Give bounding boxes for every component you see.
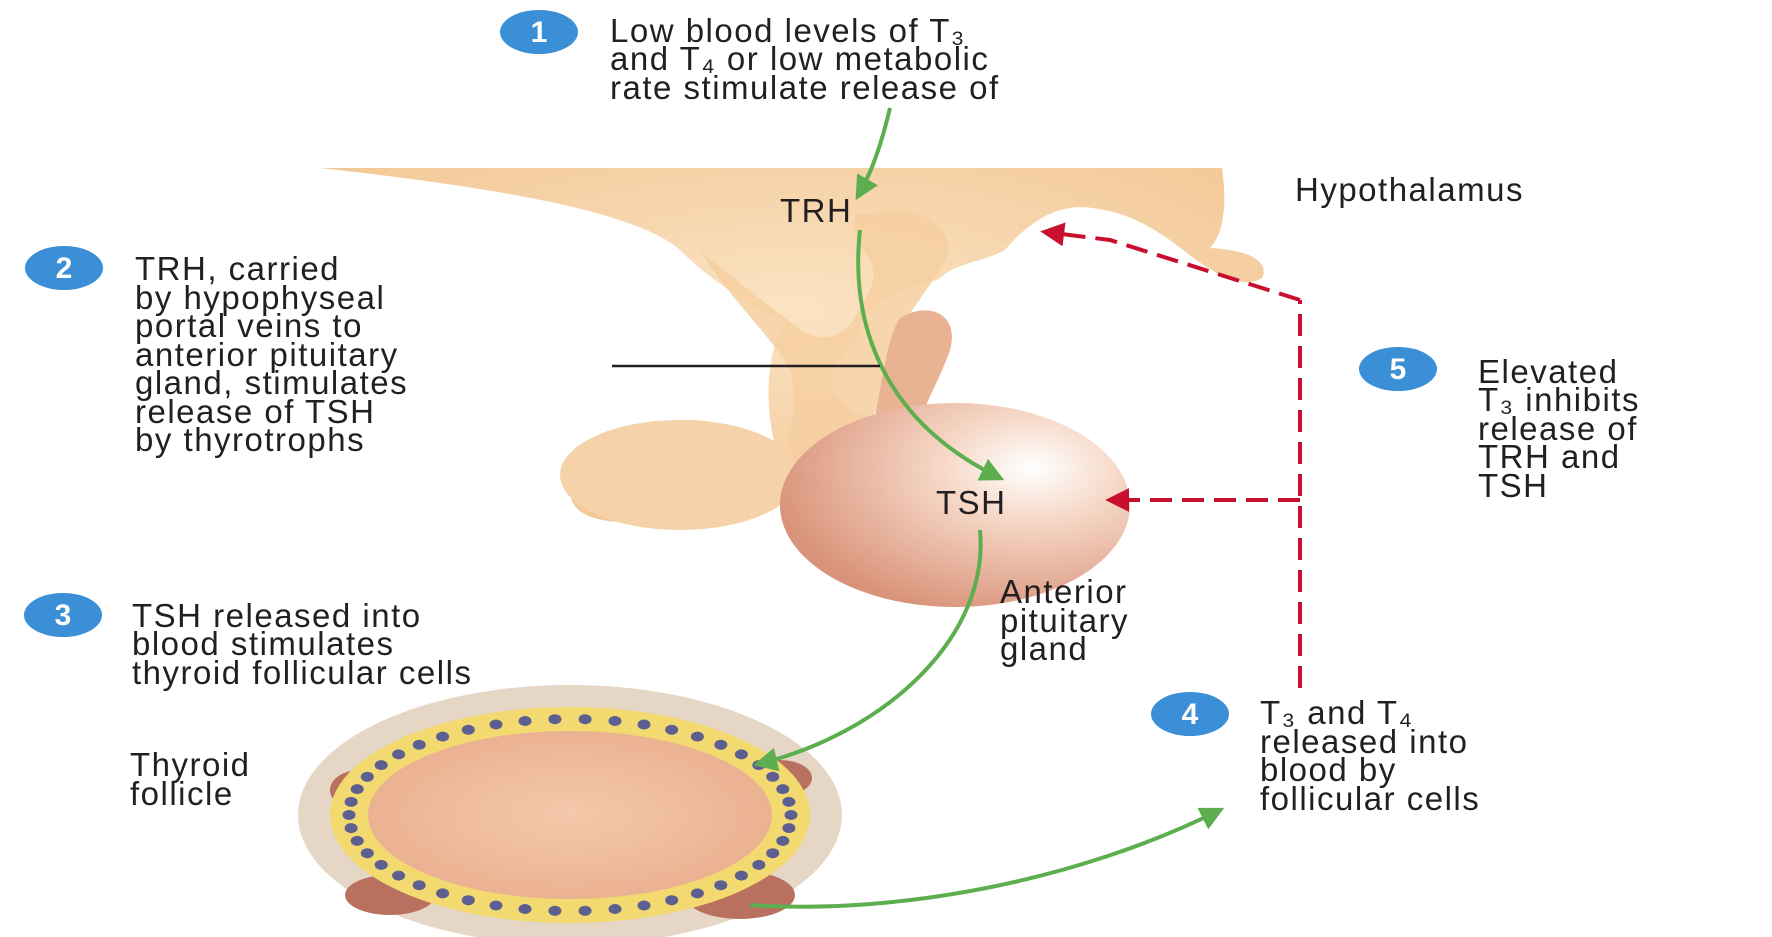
step-badge-1: 1 [500, 10, 578, 54]
step1-line-3: rate stimulate release of [610, 69, 1000, 106]
svg-text:1: 1 [531, 16, 548, 49]
follicular-nucleus [548, 906, 561, 916]
follicular-nucleus [392, 749, 405, 759]
step3-line-3: thyroid follicular cells [132, 654, 472, 691]
step2-line-7: by thyrotrophs [135, 421, 365, 458]
follicular-nucleus [413, 740, 426, 750]
step4-line-4: follicular cells [1260, 780, 1480, 817]
follicular-nucleus [735, 749, 748, 759]
follicular-nucleus [752, 860, 765, 870]
svg-text:4: 4 [1182, 698, 1199, 731]
thyroid-follicle-label-2: follicle [130, 775, 234, 812]
follicular-nucleus [609, 904, 622, 914]
follicular-nucleus [343, 810, 356, 820]
follicular-nucleus [462, 725, 475, 735]
step-badge-3: 3 [24, 593, 102, 637]
follicular-nucleus [548, 714, 561, 724]
follicular-nucleus [714, 880, 727, 890]
follicular-nucleus [519, 716, 532, 726]
follicular-nucleus [766, 772, 779, 782]
anterior-pituitary-label-3: gland [1000, 630, 1088, 667]
hypothalamus-label: Hypothalamus [1295, 171, 1524, 208]
svg-text:5: 5 [1390, 353, 1407, 386]
follicular-nucleus [579, 714, 592, 724]
follicular-nucleus [579, 906, 592, 916]
follicular-nucleus [490, 901, 503, 911]
follicular-nucleus [638, 720, 651, 730]
follicular-nucleus [436, 732, 449, 742]
follicular-nucleus [609, 716, 622, 726]
svg-text:3: 3 [55, 599, 72, 632]
follicular-nucleus [665, 895, 678, 905]
follicular-nucleus [776, 784, 789, 794]
follicular-nucleus [735, 871, 748, 881]
follicular-nucleus [375, 760, 388, 770]
tsh-label: TSH [936, 484, 1007, 521]
follicular-nucleus [436, 888, 449, 898]
follicular-nucleus [638, 901, 651, 911]
follicular-nucleus [782, 823, 795, 833]
follicular-nucleus [462, 895, 475, 905]
step-badge-5: 5 [1359, 347, 1437, 391]
follicular-nucleus [375, 860, 388, 870]
posterior-lobe [560, 420, 800, 530]
follicular-nucleus [519, 904, 532, 914]
thyroid-follicle [298, 685, 842, 937]
step-badge-2: 2 [25, 246, 103, 290]
trh-label: TRH [780, 192, 852, 229]
follicular-nucleus [345, 797, 358, 807]
follicular-nucleus [490, 720, 503, 730]
follicular-nucleus [413, 880, 426, 890]
follicular-nucleus [766, 848, 779, 858]
follicular-nucleus [345, 823, 358, 833]
follicular-nucleus [714, 740, 727, 750]
step5-line-5: TSH [1478, 467, 1549, 504]
follicular-nucleus [785, 810, 798, 820]
follicular-nucleus [776, 836, 789, 846]
follicular-nucleus [782, 797, 795, 807]
follicular-nucleus [691, 888, 704, 898]
follicular-nucleus [351, 836, 364, 846]
follicular-nucleus [351, 784, 364, 794]
step-badge-4: 4 [1151, 692, 1229, 736]
svg-text:2: 2 [56, 252, 73, 285]
follicular-nucleus [361, 772, 374, 782]
follicular-nucleus [361, 848, 374, 858]
follicular-nucleus [392, 871, 405, 881]
follicular-nucleus [665, 725, 678, 735]
follicular-nucleus [691, 732, 704, 742]
